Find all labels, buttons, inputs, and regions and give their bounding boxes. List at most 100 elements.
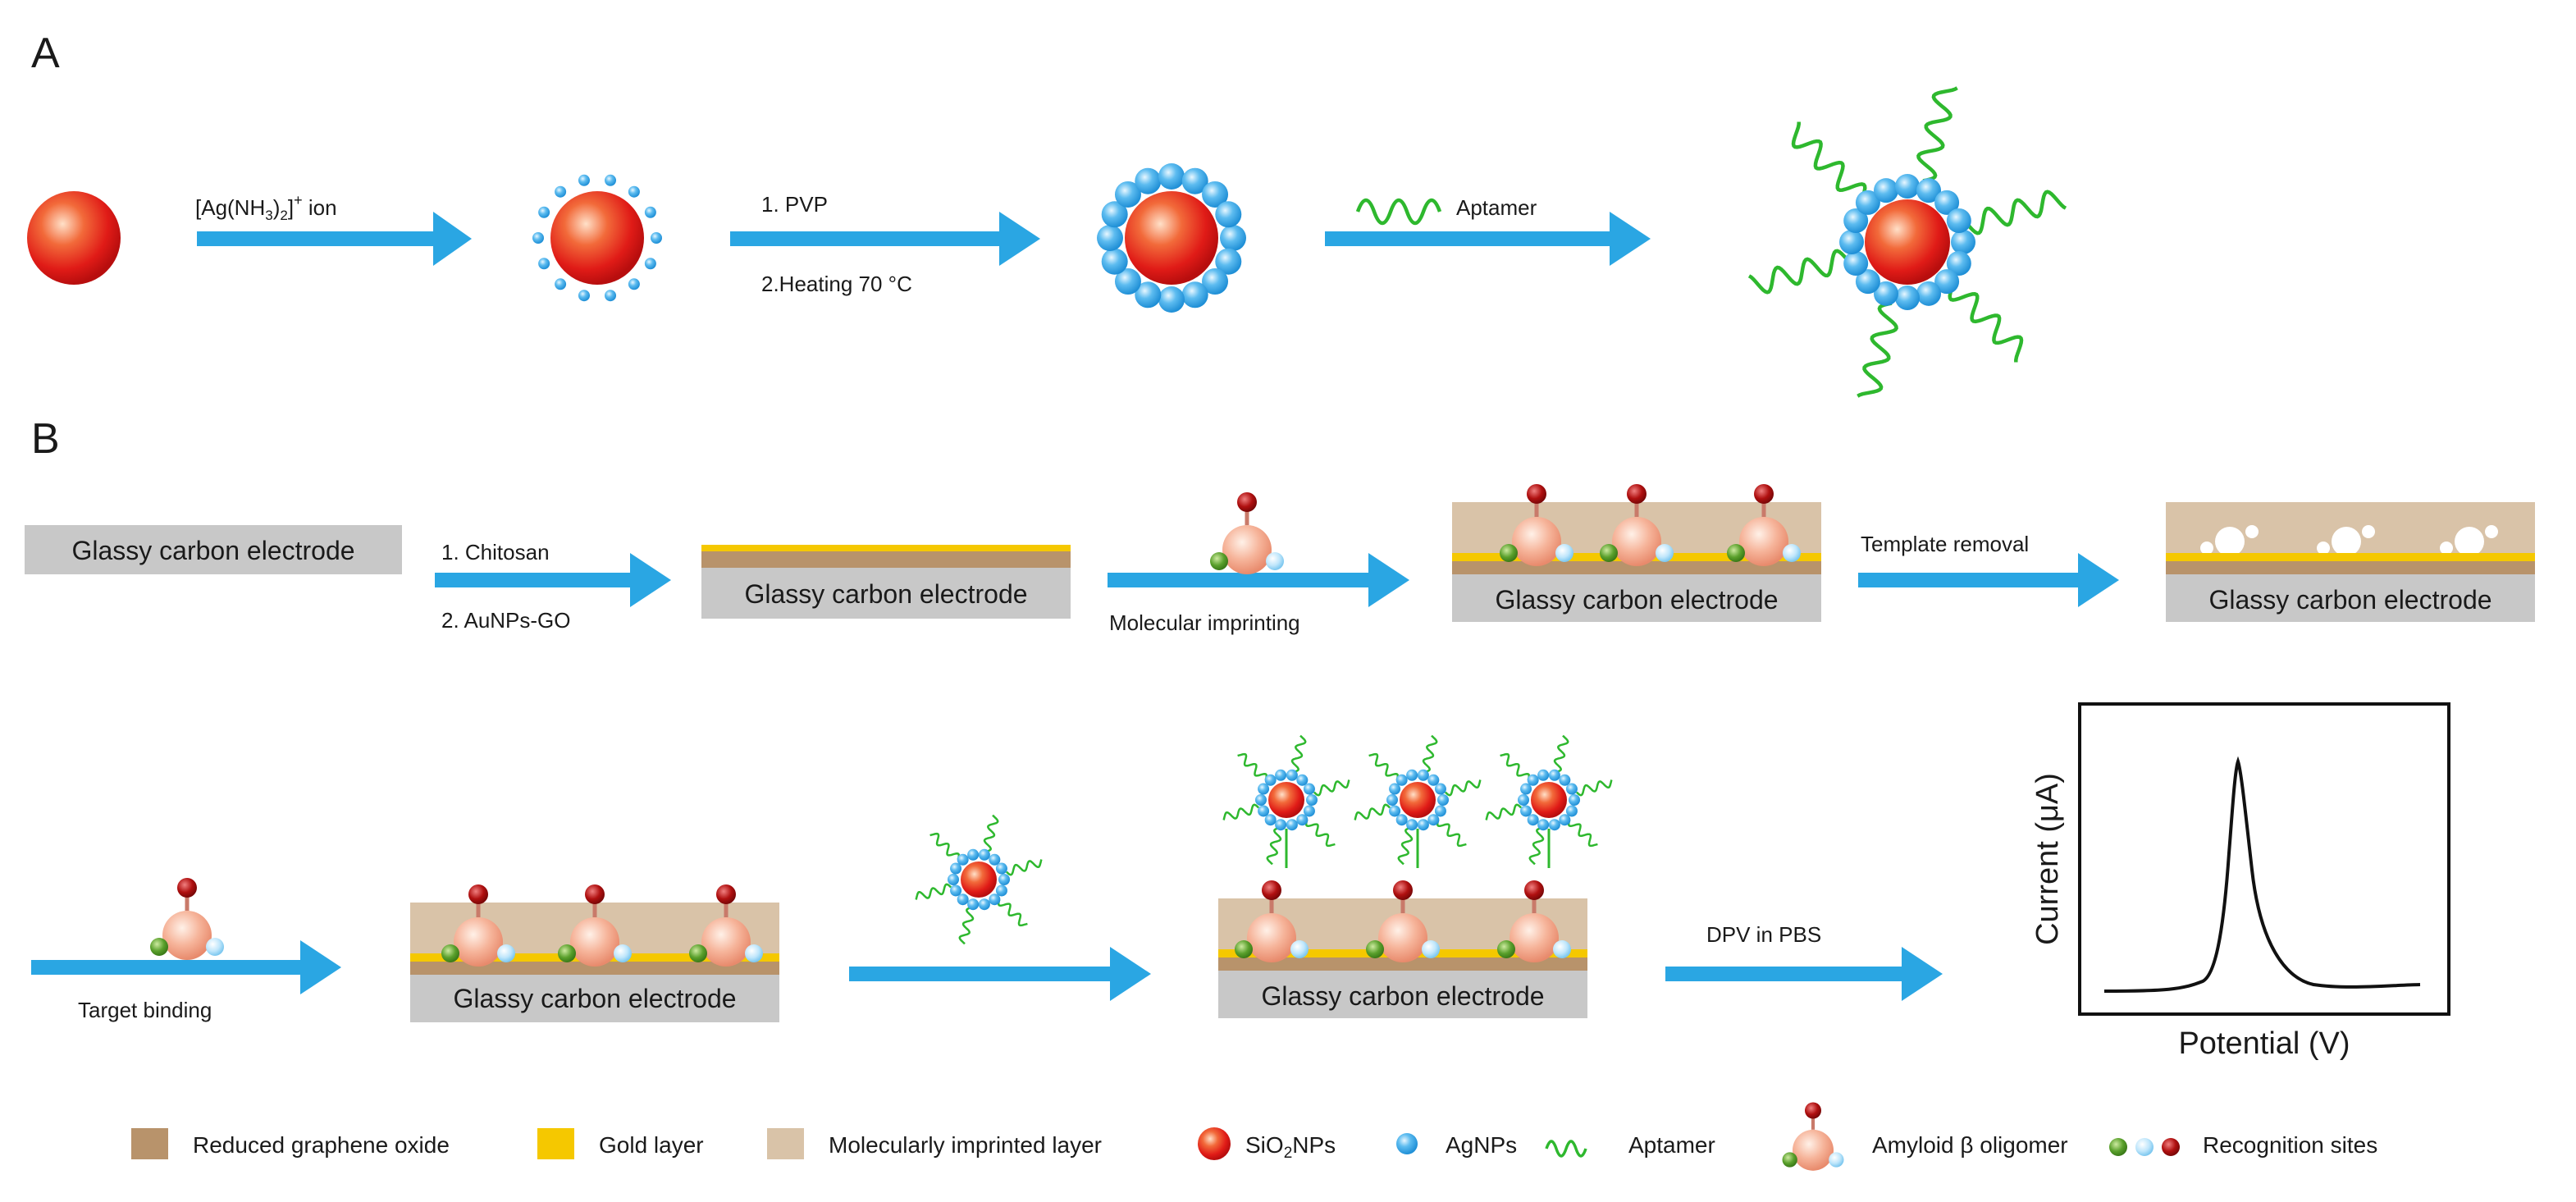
- step-aunps-go-label: 2. AuNPs-GO: [441, 608, 571, 633]
- sio2-core: [961, 862, 997, 898]
- agnp-particle: [1527, 774, 1539, 786]
- legend: Reduced graphene oxide Gold layer Molecu…: [131, 1103, 2377, 1171]
- agnp-particle: [1951, 230, 1975, 254]
- agnp-particle: [1434, 805, 1446, 817]
- legend-swatch-mip: [767, 1128, 804, 1159]
- agnp-particle: [1220, 225, 1246, 251]
- aptamer-strand: [1422, 734, 1438, 774]
- agnp-particle: [1565, 783, 1578, 795]
- agnp-particle: [1389, 805, 1401, 817]
- aptamer-strand: [1567, 820, 1598, 848]
- agnp-particle: [957, 853, 969, 866]
- aptamer-strand: [1290, 734, 1307, 774]
- aptamer-strand: [1445, 779, 1482, 797]
- legend-label-sio2: SiO2NPs: [1245, 1132, 1336, 1162]
- plot-xlabel: Potential (V): [2178, 1026, 2350, 1061]
- agnp-particle: [989, 853, 1001, 866]
- aptamer-strand: [1266, 826, 1282, 866]
- agnp-particle: [1537, 819, 1550, 831]
- agnp-particle: [967, 898, 980, 911]
- agnp-particle: [1303, 783, 1315, 795]
- sio2-agnps-aptamer-probe: [1747, 86, 2067, 398]
- agnp-particle: [998, 874, 1010, 885]
- agnp-particle: [1565, 805, 1578, 817]
- agnp-particle: [651, 232, 662, 244]
- agnp-particle: [1097, 225, 1123, 251]
- agnp-particle: [1258, 805, 1270, 817]
- agnp-particle: [1264, 774, 1277, 786]
- panel-a-letter: A: [31, 30, 60, 77]
- aptamer-strand: [958, 906, 975, 945]
- agnp-particle: [1296, 814, 1309, 826]
- sio2-core: [1531, 782, 1567, 818]
- agnp-particle: [1839, 230, 1864, 254]
- agnp-particle: [1202, 268, 1229, 295]
- arrow-b5: [849, 947, 1151, 1001]
- agnp-particle: [967, 848, 980, 861]
- agnp-particle: [1934, 269, 1960, 295]
- agnp-particle: [1518, 794, 1529, 806]
- svg-text:Glassy carbon electrode: Glassy carbon electrode: [1261, 981, 1544, 1011]
- agnp-particle: [1135, 281, 1162, 308]
- agnp-particle: [1158, 163, 1185, 190]
- arrow-a2: [730, 212, 1040, 266]
- arrow-b4: [31, 940, 341, 994]
- legend-icon-site-red: [2162, 1138, 2180, 1156]
- agnp-particle: [1275, 819, 1287, 831]
- arrow-a1: [197, 212, 472, 266]
- agnp-particle: [1527, 814, 1539, 826]
- agnp-particle: [1916, 281, 1942, 306]
- agnp-particle: [995, 862, 1007, 875]
- agnp-particle: [1101, 201, 1128, 228]
- agnp-particle: [978, 898, 990, 911]
- agnp-particle: [555, 278, 567, 290]
- sio2-core: [550, 191, 644, 285]
- step-template-removal-label: Template removal: [1861, 532, 2029, 556]
- agnp-particle: [1548, 769, 1560, 781]
- agnp-particle: [995, 884, 1007, 897]
- agnp-particle: [1427, 814, 1440, 826]
- aptamer-strand: [1006, 859, 1043, 876]
- aptamer-strand: [1857, 301, 1898, 398]
- amyloid-template-icon: [1210, 492, 1284, 574]
- agnp-particle: [1181, 281, 1208, 308]
- panel-b-letter: B: [31, 415, 60, 463]
- aptamer-strand: [1313, 779, 1350, 797]
- aptamer-strand: [1354, 803, 1391, 820]
- agnp-particle: [1258, 783, 1270, 795]
- agnp-particle: [1275, 769, 1287, 781]
- agnp-particle: [1181, 167, 1208, 194]
- legend-icon-sio2: [1198, 1127, 1231, 1160]
- aptamer-strand: [1948, 286, 2024, 363]
- legend-label-gold: Gold layer: [599, 1132, 704, 1158]
- svg-text:Glassy carbon electrode: Glassy carbon electrode: [2208, 585, 2492, 615]
- dpv-plot: Potential (V) Current (μA): [2030, 702, 2450, 1061]
- agnp-particle: [1437, 794, 1449, 806]
- agnp-particle: [555, 185, 567, 198]
- step-aptamer-label: Aptamer: [1456, 195, 1537, 220]
- agnp-particle: [1296, 774, 1309, 786]
- agnp-particle: [1855, 269, 1880, 295]
- agnp-particle: [1303, 805, 1315, 817]
- agnp-particle: [644, 206, 656, 218]
- agnp-particle: [1114, 181, 1141, 208]
- aptamer-strand: [1747, 249, 1848, 295]
- aptamer-probe-icon: [915, 814, 1043, 945]
- agnp-particle: [1434, 783, 1446, 795]
- aptamer-strand: [1222, 803, 1259, 820]
- legend-icon-agnp: [1396, 1133, 1418, 1154]
- agnp-particle: [989, 894, 1001, 906]
- arrow-a3: [1325, 212, 1651, 266]
- agnp-particle: [948, 874, 959, 885]
- legend-label-rgo: Reduced graphene oxide: [193, 1132, 450, 1158]
- legend-swatch-gold: [537, 1128, 574, 1159]
- aptamer-strand: [1368, 752, 1400, 780]
- aptamer-strand: [1397, 826, 1414, 866]
- agnp-particle: [605, 174, 617, 186]
- agnp-particle: [1946, 208, 1971, 233]
- legend-icon-amyloid: [1783, 1103, 1844, 1171]
- aptamer-strand: [1500, 752, 1531, 780]
- agnp-particle: [1215, 248, 1242, 275]
- legend-icon-aptamer: [1545, 1140, 1587, 1158]
